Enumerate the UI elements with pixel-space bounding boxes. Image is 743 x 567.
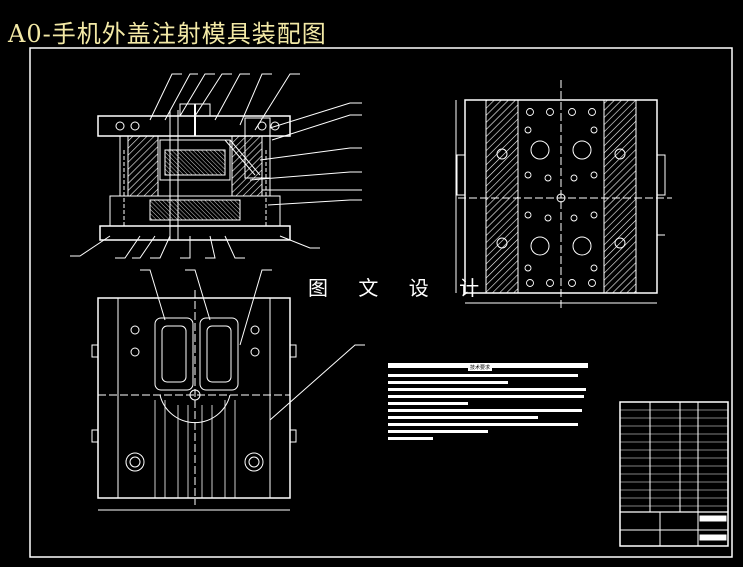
top-plan-view	[455, 80, 672, 310]
drawing-title: A0-手机外盖注射模具装配图	[8, 20, 327, 48]
moving-half-view	[91, 269, 365, 511]
technical-notes	[388, 363, 588, 440]
drawing-border	[29, 47, 733, 558]
tech-notes-title: 技术要求	[468, 364, 493, 371]
title-block	[619, 401, 729, 547]
front-section-view	[70, 73, 362, 259]
watermark: 图 文 设 计	[308, 276, 492, 300]
